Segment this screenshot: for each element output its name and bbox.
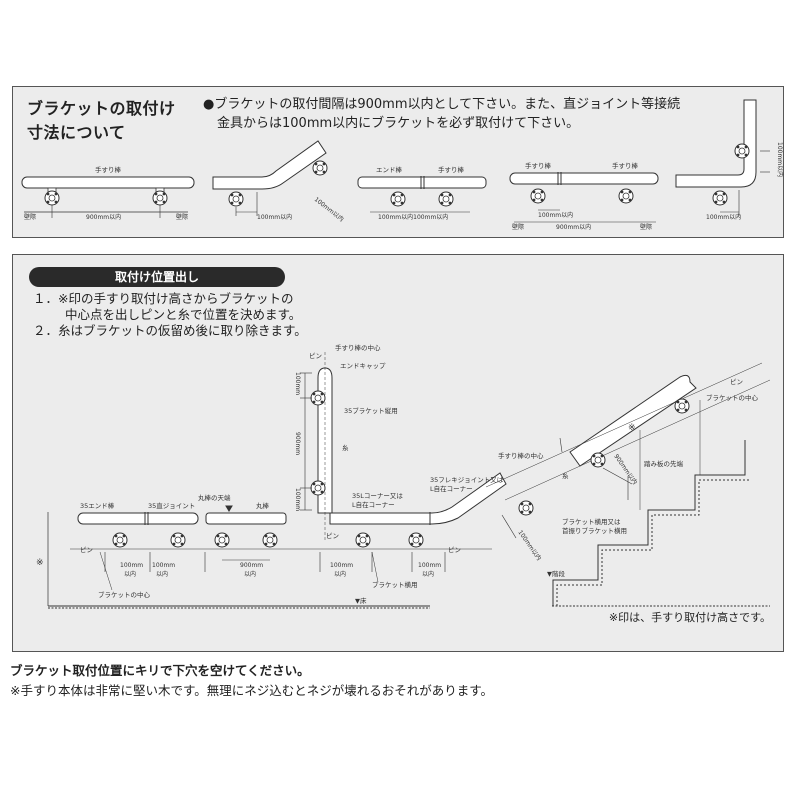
fig2-dim-100-horizontal: 100mm以内 bbox=[257, 213, 292, 221]
incline-thread-label: 糸 bbox=[562, 471, 569, 480]
straight-joint-35-label: 35直ジョイント bbox=[148, 501, 195, 510]
fig2-bent-rail bbox=[212, 140, 328, 216]
pin-label-corner: ピン bbox=[326, 532, 339, 540]
round-rod-label: 丸棒 bbox=[256, 501, 270, 510]
stairs-label: ▼階段 bbox=[547, 569, 565, 578]
fig5-dim-100-vertical: 100mm以内 bbox=[776, 142, 784, 177]
round-rod-top-label: 丸棒の天端 bbox=[198, 493, 231, 502]
bracket-center-label-left: ブラケットの中心 bbox=[98, 590, 151, 599]
fig1-straight-rail bbox=[21, 176, 195, 218]
floor-label: ▼床 bbox=[355, 596, 367, 605]
bracket-dimension-panel: ブラケットの取付け 寸法について ●ブラケットの取付間隔は900mm以内として下… bbox=[12, 86, 784, 238]
step1-line1: １．※印の手すり取付け高さからブラケットの bbox=[33, 291, 294, 306]
section2-steps: １．※印の手すり取付け高さからブラケットの 中心点を出しピンと糸で位置を決めます… bbox=[33, 291, 307, 339]
fig3-end-rod-joint bbox=[357, 176, 487, 213]
height-mark-incline: ※ bbox=[628, 423, 636, 433]
fig1-handrail-label: 手すり棒 bbox=[95, 165, 122, 174]
height-footnote: ※印は、手すり取付け高さです。 bbox=[608, 611, 771, 624]
section1-note: ●ブラケットの取付間隔は900mm以内として下さい。また、直ジョイント等接続 金… bbox=[203, 95, 680, 133]
fig4-wall-right: 壁際 bbox=[640, 223, 652, 231]
dim-vertical-900: 900mm bbox=[294, 432, 301, 455]
l-free-corner-label: L自在コーナー bbox=[352, 500, 395, 509]
incline-dim-100: 100mm以内 bbox=[516, 529, 543, 562]
positioning-panel: 取付け位置出し １．※印の手すり取付け高さからブラケットの 中心点を出しピンと糸… bbox=[12, 254, 784, 652]
fig4-handrail-right: 手すり棒 bbox=[612, 161, 639, 170]
dim-100-b: 100mm bbox=[152, 562, 175, 569]
end-cap-label: エンドキャップ bbox=[340, 362, 386, 370]
step2: ２．糸はブラケットの仮留め後に取り除きます。 bbox=[33, 323, 307, 338]
dim-100-c-within: 以内 bbox=[334, 570, 346, 578]
fig4-wall-left: 壁際 bbox=[512, 223, 524, 231]
bracket-free-label: 首振りブラケット横用 bbox=[562, 526, 627, 535]
bracket-horizontal-or-label: ブラケット横用又は bbox=[562, 517, 621, 526]
dim-100-d: 100mm bbox=[418, 562, 441, 569]
fig3-dims: 100mm以内100mm以内 bbox=[378, 213, 448, 221]
dim-100-a: 100mm bbox=[120, 562, 143, 569]
pin-label-right: ピン bbox=[448, 546, 461, 554]
section1-note-line2: 金具からは100mm以内にブラケットを必ず取付けて下さい。 bbox=[217, 116, 580, 131]
incline-pin-label: ピン bbox=[730, 378, 743, 386]
section1-title-line1: ブラケットの取付け bbox=[27, 99, 176, 118]
l-corner-label: 35Lコーナー又は bbox=[352, 492, 403, 500]
section1-title: ブラケットの取付け 寸法について bbox=[27, 97, 176, 145]
dim-900-a: 900mm bbox=[240, 562, 263, 569]
section1-title-line2: 寸法について bbox=[27, 123, 126, 142]
step1-line2: 中心点を出しピンと糸で位置を決めます。 bbox=[65, 307, 302, 322]
dim-vertical-100-top: 100mm bbox=[294, 372, 301, 395]
handrail-center-label: 手すり棒の中心 bbox=[335, 343, 381, 352]
pin-label-left: ピン bbox=[80, 546, 93, 554]
dim-100-a-within: 以内 bbox=[124, 570, 136, 578]
incline-bracket-center-label: ブラケットの中心 bbox=[706, 393, 759, 402]
fig4-handrail-left: 手すり棒 bbox=[525, 161, 552, 170]
fig1-dim-900: 900mm以内 bbox=[86, 213, 121, 221]
end-rod-35-label: 35エンド棒 bbox=[80, 501, 115, 510]
pin-label-top: ピン bbox=[309, 352, 322, 360]
incline-dim-900: 900mm以内 bbox=[612, 453, 639, 486]
fig1-wall-left: 壁際 bbox=[24, 213, 36, 221]
bracket-vertical-label: 35ブラケット縦用 bbox=[344, 406, 398, 415]
dim-100-b-within: 以内 bbox=[156, 570, 168, 578]
fig4-dim-100: 100mm以内 bbox=[538, 211, 573, 219]
dim-100-c: 100mm bbox=[330, 562, 353, 569]
vertical-rail bbox=[300, 352, 333, 540]
dim-vertical-100-bottom: 100mm bbox=[294, 488, 301, 511]
dim-900-a-within: 以内 bbox=[244, 570, 256, 578]
bracket-horizontal-label: ブラケット横用 bbox=[372, 580, 418, 589]
fig5-l-corner bbox=[675, 99, 770, 216]
fig4-dim-900: 900mm以内 bbox=[556, 223, 591, 231]
height-mark-left: ※ bbox=[36, 558, 44, 568]
floor-and-stairs bbox=[47, 440, 770, 609]
flexi-corner-label: L自在コーナー bbox=[430, 484, 473, 493]
dim-100-d-within: 以内 bbox=[422, 570, 434, 578]
flexi-joint-label: 35フレキジョイント又は bbox=[430, 476, 504, 484]
section2-header: 取付け位置出し bbox=[29, 267, 285, 287]
horizontal-rail-run bbox=[70, 472, 507, 591]
inclined-rail bbox=[485, 362, 771, 539]
fig3-handrail-label: 手すり棒 bbox=[438, 165, 465, 174]
fig1-wall-right: 壁際 bbox=[176, 213, 188, 221]
fig2-dim-100-diagonal: 100mm以内 bbox=[313, 195, 346, 223]
drill-instruction: ブラケット取付位置にキリで下穴を空けてください。 bbox=[10, 663, 310, 678]
section1-note-line1: ●ブラケットの取付間隔は900mm以内として下さい。また、直ジョイント等接続 bbox=[203, 97, 681, 112]
wood-warning: ※手すり本体は非常に堅い木です。無理にネジ込むとネジが壊れるおそれがあります。 bbox=[10, 683, 493, 698]
thread-label: 糸 bbox=[342, 443, 349, 452]
fig3-end-rod-label: エンド棒 bbox=[376, 165, 403, 174]
incline-handrail-center-label: 手すり棒の中心 bbox=[498, 451, 544, 460]
fig4-joint-span bbox=[509, 172, 659, 223]
step-edge-label: 踏み板の先端 bbox=[644, 459, 684, 468]
fig5-dim-100-horizontal: 100mm以内 bbox=[706, 213, 741, 221]
